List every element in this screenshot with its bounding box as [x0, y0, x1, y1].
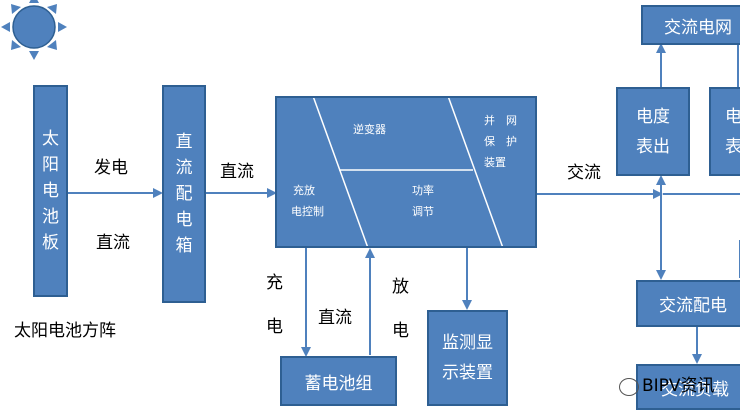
ac-load-label: 交流负载 — [661, 379, 729, 400]
monitor-line: 示装置 — [442, 363, 493, 383]
sun-icon — [1, 0, 67, 60]
label-generate: 发电 — [94, 158, 128, 178]
dc-box-char: 箱 — [175, 236, 193, 256]
solar-char: 池 — [42, 207, 59, 227]
meter-box-2: 电 表 — [709, 87, 740, 176]
grid-protect-line: 并 网 — [484, 114, 517, 127]
dc-distribution-box: 直 流 配 电 箱 — [162, 85, 206, 303]
dc-box-char: 直 — [175, 132, 193, 152]
grid-protect-line: 装置 — [484, 156, 506, 169]
solar-char: 电 — [42, 181, 59, 201]
inverter-box: 逆变器 并 网 保 护 装置 充放 电控制 功率 调节 — [275, 96, 537, 248]
battery-box: 蓄电池组 — [280, 356, 397, 406]
solar-char: 板 — [42, 233, 59, 253]
power-adjust-line: 调节 — [412, 205, 434, 218]
solar-array-caption: 太阳电池方阵 — [14, 321, 116, 341]
meter-box-1: 电度 表出 — [616, 87, 690, 176]
grid-label: 交流电网 — [664, 17, 732, 38]
ac-dist-label: 交流配电 — [659, 296, 727, 316]
inverter-partition-lines — [312, 98, 504, 246]
meter-1-line: 电度 — [636, 106, 670, 127]
ac-load-box: 交流负载 — [636, 364, 740, 410]
label-discharge: 放 电 — [392, 272, 409, 360]
power-adjust-line: 功率 — [412, 184, 434, 197]
watermark-text: BIPV资讯 — [642, 376, 715, 396]
watermark: BIPV资讯 — [619, 371, 715, 396]
monitor-line: 监测显 — [442, 333, 493, 353]
wechat-icon — [619, 378, 639, 396]
charge-char: 充 — [266, 273, 283, 293]
label-dc-1: 直流 — [96, 233, 130, 253]
dc-box-char: 电 — [175, 210, 193, 230]
label-ac: 交流 — [567, 163, 601, 183]
charge-char: 电 — [266, 317, 283, 337]
meter-2-line: 电 — [725, 106, 740, 127]
discharge-char: 电 — [392, 321, 409, 341]
solar-char: 太 — [42, 129, 59, 149]
solar-char: 阳 — [42, 155, 59, 175]
label-dc-3: 直流 — [318, 308, 352, 328]
inverter-label: 逆变器 — [353, 123, 386, 136]
charge-control-line: 充放 — [293, 184, 315, 197]
charge-control-line: 电控制 — [291, 205, 324, 218]
meter-2-line: 表 — [725, 136, 740, 157]
label-dc-2: 直流 — [220, 162, 254, 182]
grid-box: 交流电网 — [641, 5, 740, 45]
grid-protect-line: 保 护 — [484, 135, 517, 148]
monitor-box: 监测显 示装置 — [427, 310, 508, 406]
label-charge: 充 电 — [266, 268, 283, 356]
discharge-char: 放 — [392, 277, 409, 297]
dc-box-char: 配 — [175, 184, 193, 204]
battery-label: 蓄电池组 — [304, 373, 373, 394]
solar-panel-box: 太 阳 电 池 板 — [33, 85, 68, 297]
meter-1-line: 表出 — [636, 136, 670, 157]
dc-box-char: 流 — [175, 158, 193, 178]
ac-distribution-box: 交流配电 — [636, 280, 740, 327]
